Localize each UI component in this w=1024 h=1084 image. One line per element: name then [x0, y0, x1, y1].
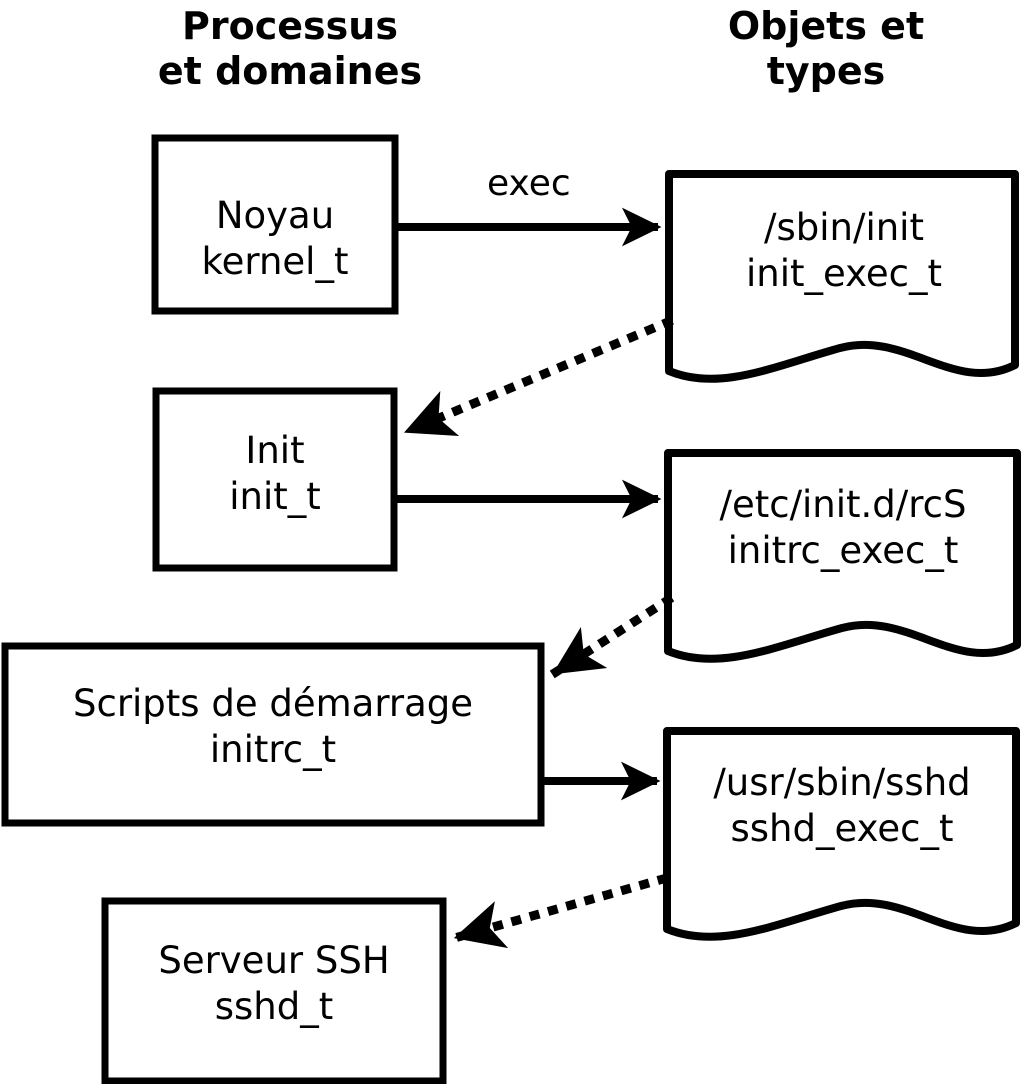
node-sshd-exec[interactable] — [663, 727, 1020, 941]
edge-label-exec: exec — [487, 163, 571, 204]
edge-sshd-exec-transition-sshd[interactable] — [452, 873, 669, 949]
node-initrc-exec[interactable] — [664, 449, 1021, 663]
node-kernel[interactable] — [151, 134, 399, 315]
node-initrc[interactable] — [1, 642, 545, 827]
column-header-objects: Objets et types — [727, 4, 925, 93]
edge-initrc-exec-transition-initrc[interactable] — [549, 593, 675, 679]
edge-init-exec-transition-init[interactable] — [402, 316, 674, 437]
column-header-processes: Processus et domaines — [157, 4, 423, 93]
node-init-exec[interactable] — [665, 170, 1019, 383]
node-init[interactable] — [152, 387, 398, 572]
node-sshd[interactable] — [101, 897, 447, 1084]
